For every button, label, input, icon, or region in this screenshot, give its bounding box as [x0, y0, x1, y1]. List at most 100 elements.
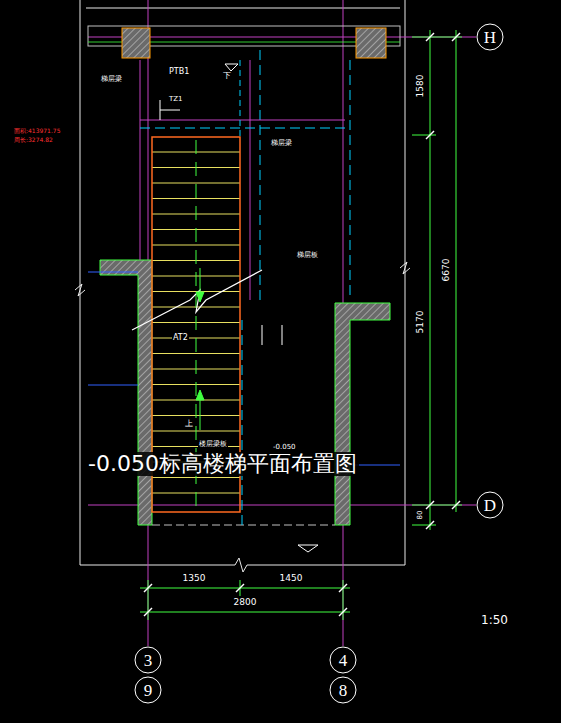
drawing-stroke — [426, 521, 434, 529]
drawing-stroke — [80, 0, 81, 565]
drawing-stroke — [75, 284, 85, 296]
drawing-stroke — [140, 128, 345, 129]
drawing-stroke — [405, 0, 406, 565]
drawing-stroke — [412, 525, 436, 526]
scale-note: 1:50 — [480, 614, 509, 626]
drawing-stroke — [80, 565, 235, 566]
drawing-stroke — [160, 110, 180, 111]
axis-number: H — [484, 29, 496, 46]
axis-number: 3 — [144, 652, 153, 669]
drawing-stroke — [196, 292, 204, 302]
axis-bubble: 8 — [329, 676, 357, 704]
drawing-stroke — [339, 584, 347, 592]
drawing-stroke — [356, 28, 386, 58]
axis-bubble: D — [476, 491, 504, 519]
drawing-stroke — [335, 303, 390, 525]
break-line — [132, 270, 262, 330]
direction-note: 下 — [222, 72, 232, 80]
drawing-stroke — [144, 584, 152, 592]
axis-bubble: 3 — [134, 646, 162, 674]
axis-bubble: 9 — [134, 676, 162, 704]
beam-label: 梯层梁 — [270, 140, 293, 147]
dimension-ticks — [144, 33, 460, 616]
axis-circle-outline — [330, 677, 356, 703]
drawing-stroke — [400, 262, 410, 274]
axis-circle-outline — [135, 647, 161, 673]
drawing-stroke — [242, 320, 243, 525]
stair-tread — [152, 353, 240, 354]
elevation-mark: -0.050 — [272, 444, 297, 451]
drawing-stroke — [247, 565, 405, 566]
drawing-stroke — [144, 608, 152, 616]
drawing-stroke — [196, 390, 204, 400]
drawing-stroke — [236, 584, 244, 592]
direction-arrows — [196, 64, 318, 552]
drawing-stroke — [452, 33, 460, 41]
axis-bubble: 4 — [329, 646, 357, 674]
drawing-stroke — [100, 260, 152, 525]
drawing-stroke — [412, 37, 462, 38]
stair-tread — [152, 183, 240, 184]
frame — [75, 0, 410, 572]
axis-number: 8 — [339, 682, 348, 699]
slab-label: 楼层梁板 — [198, 441, 228, 448]
direction-note: 上 — [184, 420, 194, 428]
dimension-text: 1580 — [416, 74, 425, 99]
drawing-stroke — [452, 501, 460, 509]
drawing-stroke — [140, 612, 350, 613]
axis-circle-outline — [330, 647, 356, 673]
drawing-stroke — [140, 60, 141, 260]
drawing-stroke — [148, 580, 149, 620]
drawing-stroke — [412, 135, 436, 136]
slab-label: 梯层板 — [296, 252, 319, 259]
axis-bubble: H — [476, 23, 504, 51]
dimension-lines — [140, 30, 462, 620]
drawing-stroke — [250, 60, 251, 300]
drawing-stroke — [430, 30, 431, 530]
drawing-stroke — [426, 131, 434, 139]
axis-number: 9 — [144, 682, 153, 699]
dimension-text: 1450 — [279, 574, 304, 583]
axis-number: 4 — [339, 652, 348, 669]
drawing-stroke — [86, 8, 400, 9]
drawing-title: -0.050标高楼梯平面布置图 — [86, 452, 359, 476]
drawing-stroke — [88, 385, 138, 386]
axis-circle-outline — [477, 492, 503, 518]
dimension-text: 80 — [417, 510, 424, 521]
flight-label: AT2 — [172, 334, 189, 342]
drawing-stroke — [343, 580, 344, 620]
stair-tread — [152, 245, 240, 246]
dimension-text: 6670 — [442, 258, 451, 283]
drawing-stroke — [240, 60, 241, 137]
dimension-text: 2800 — [233, 598, 258, 607]
drawing-stroke — [152, 525, 335, 526]
drawing-stroke — [282, 325, 283, 345]
perimeter-note: 周长:3274.82 — [13, 137, 54, 143]
drawing-stroke — [140, 588, 350, 589]
dimension-text: 1350 — [182, 574, 207, 583]
drawing-stroke — [426, 33, 434, 41]
drawing-stroke — [339, 608, 347, 616]
column-label: TZ1 — [168, 96, 184, 103]
stair-tread — [152, 198, 240, 199]
drawing-stroke — [88, 272, 138, 273]
drawing-stroke — [140, 120, 345, 121]
drawing-stroke — [225, 64, 238, 71]
beam-label: 梯层梁 — [100, 76, 123, 83]
axis-lines — [88, 0, 476, 646]
drawing-stroke — [260, 50, 261, 300]
drawing-stroke — [262, 325, 263, 345]
drawing-stroke — [235, 558, 247, 572]
walls — [88, 26, 400, 525]
axis-circle-outline — [135, 677, 161, 703]
drawing-stroke — [456, 30, 457, 512]
drawing-stroke — [412, 505, 462, 506]
drawing-stroke — [350, 60, 351, 300]
drawing-stroke — [298, 545, 318, 552]
area-note: 面积:413971.75 — [13, 128, 61, 134]
drawing-stroke — [426, 501, 434, 509]
axis-circle-outline — [477, 24, 503, 50]
slab-label: PTB1 — [168, 68, 190, 76]
